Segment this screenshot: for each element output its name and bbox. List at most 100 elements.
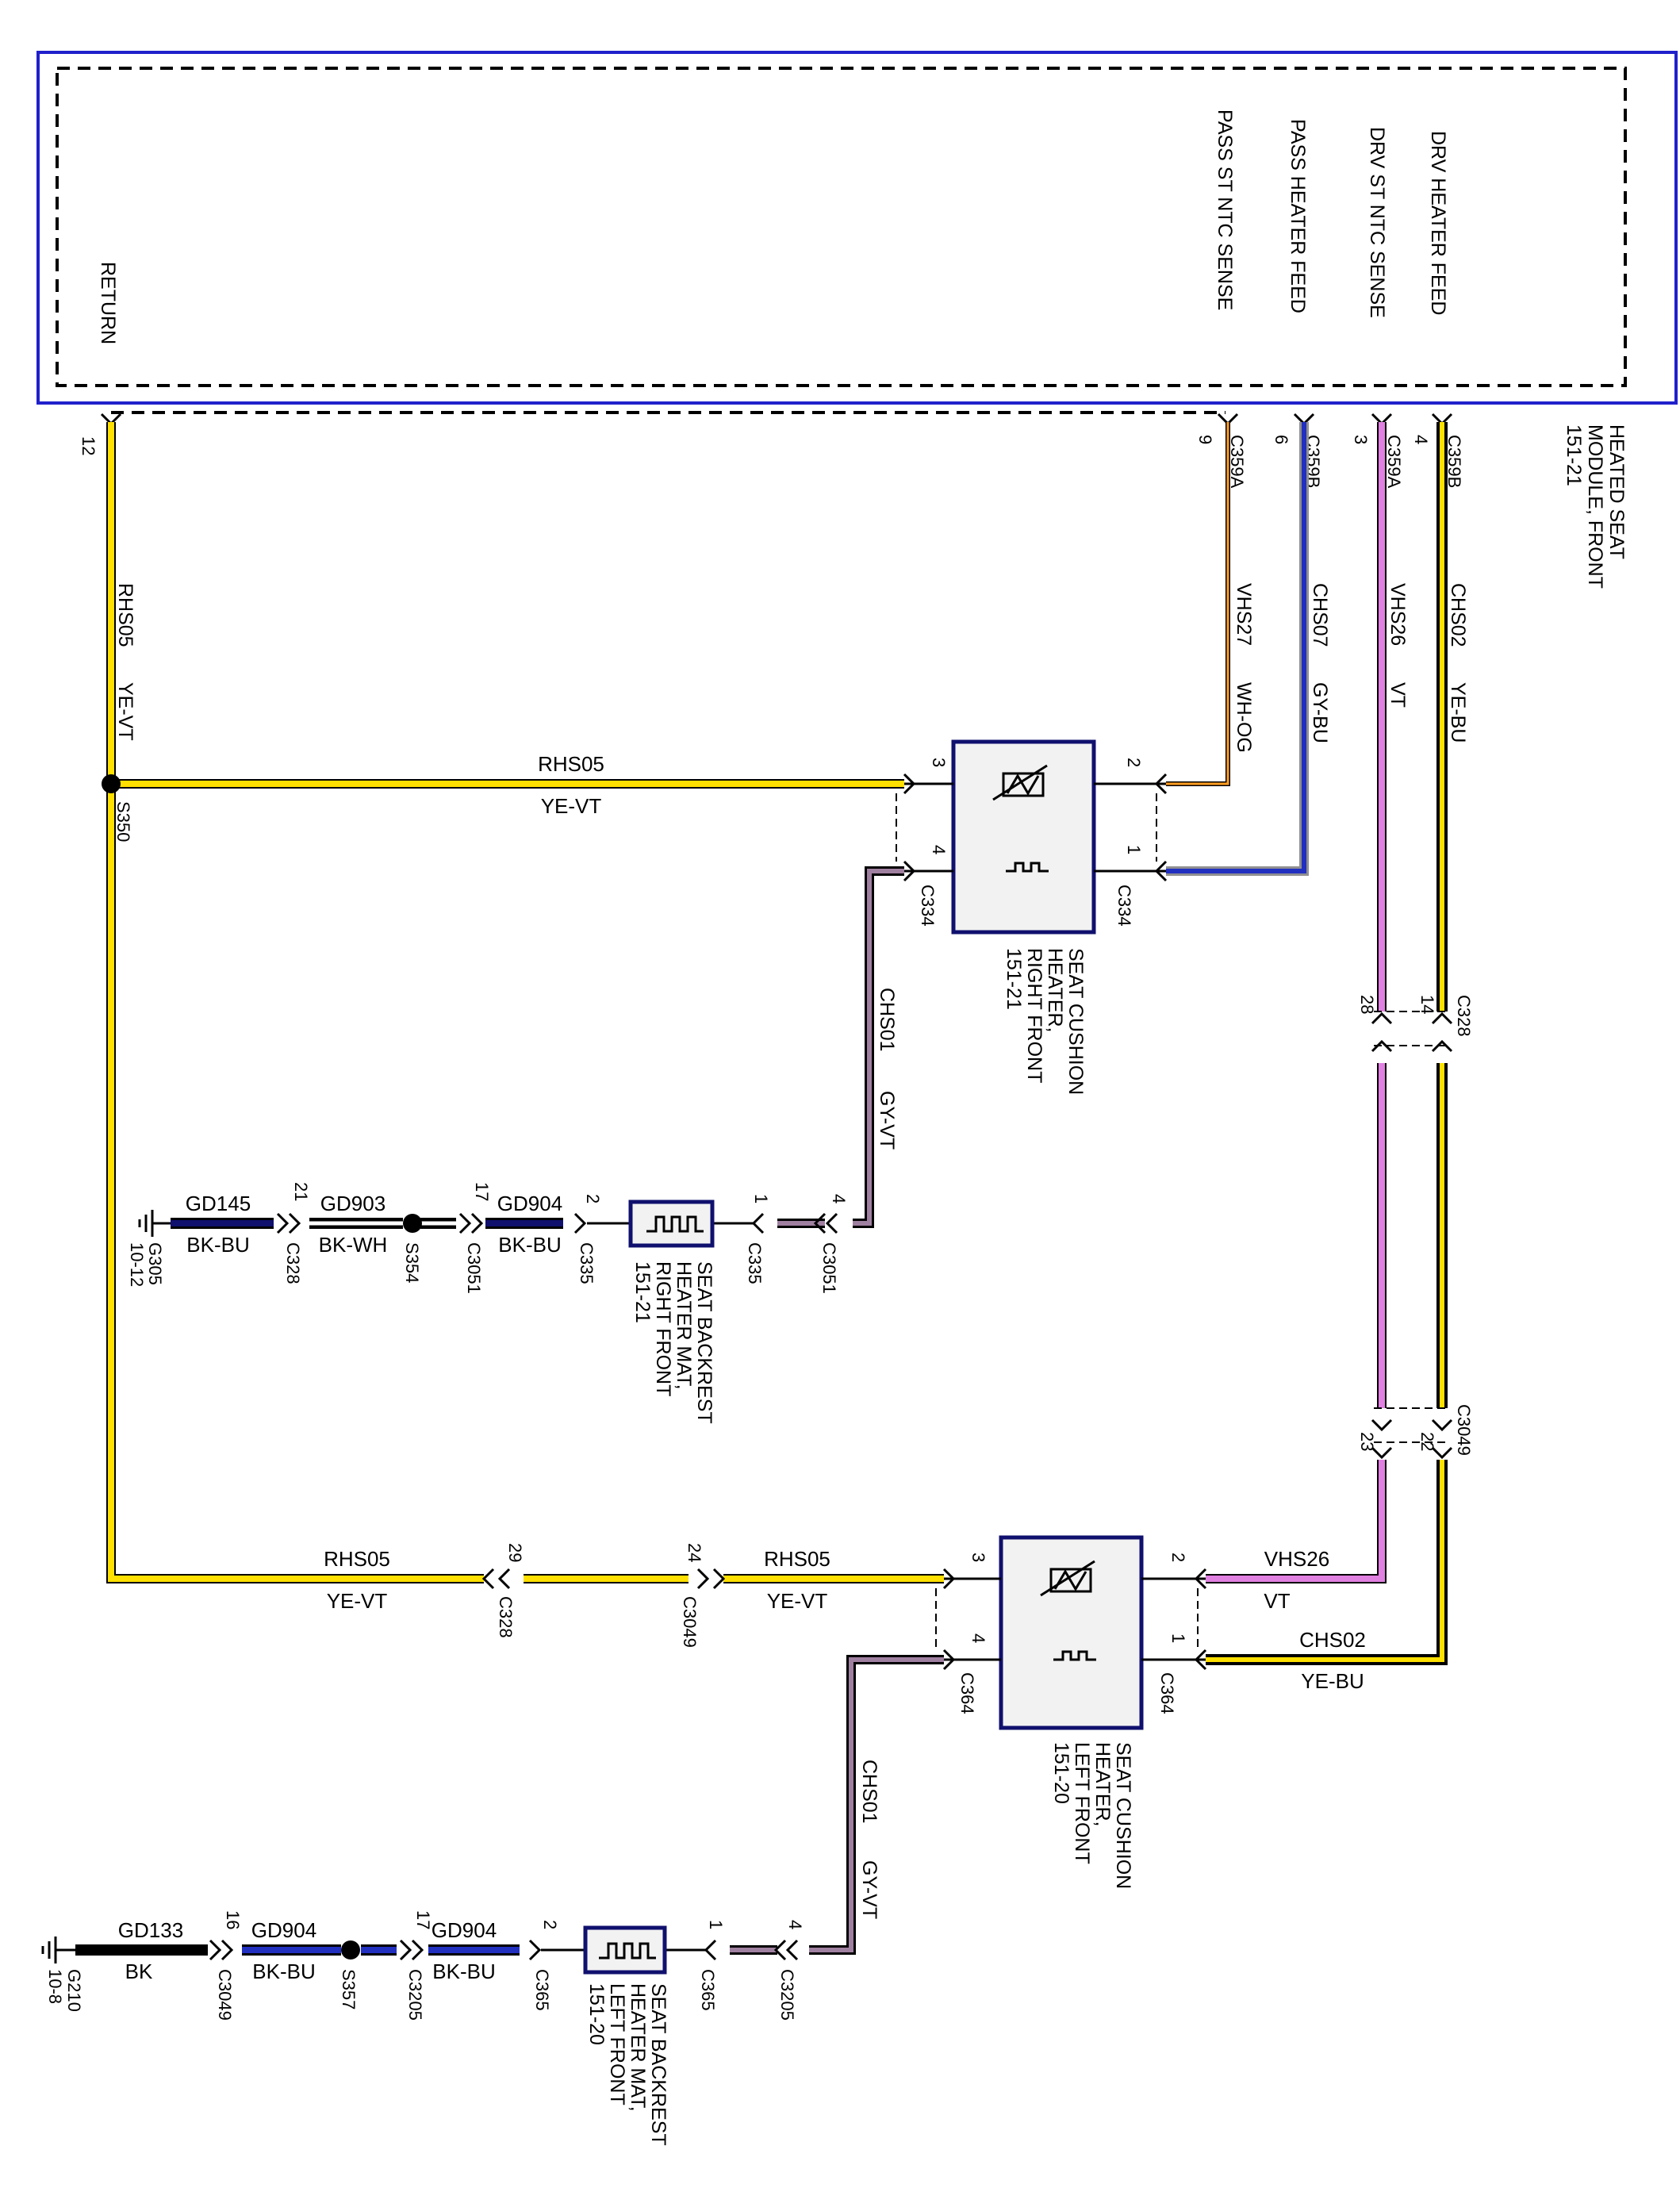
wire-chs07: [1166, 422, 1309, 876]
wire-chs02: [1206, 422, 1448, 1665]
label-bk-bu-rf: BK-BU: [498, 1233, 561, 1257]
heater-element-icon: [599, 1942, 656, 1960]
c3051-label-left: C3051: [464, 1242, 484, 1294]
pin-chevron-icon: [751, 1212, 765, 1234]
wire-vhs27: [1166, 422, 1230, 786]
label-gy-vt-rf: GY-VT: [876, 1091, 898, 1150]
label-wh-og: WH-OG: [1233, 682, 1255, 753]
label-gd904-lf-b: GD904: [432, 1918, 497, 1942]
label-chs01-rf: CHS01: [876, 988, 898, 1052]
module-pin-pass-feed-label: PASS HEATER FEED: [1287, 119, 1309, 313]
module-name-line-2: MODULE, FRONT: [1584, 424, 1606, 589]
c364-label-left: C364: [957, 1672, 977, 1714]
pin-chevron-icon: [1194, 1568, 1207, 1590]
c335-label-right: C335: [745, 1242, 765, 1284]
label-bk-bu-lf-a: BK-BU: [252, 1960, 315, 1983]
c3049-label-rhs: C3049: [680, 1596, 700, 1648]
wire-chs01-rf: [853, 866, 904, 1228]
c328-label-gnd: C328: [283, 1242, 303, 1284]
label-gy-vt-lf: GY-VT: [858, 1860, 880, 1919]
c364-pin1: 1: [1168, 1633, 1188, 1643]
pin-chevron-icon: [497, 1568, 511, 1590]
label-ye-vt-low-bottom: YE-VT: [327, 1589, 388, 1613]
pin-chevron-icon: [399, 1939, 412, 1961]
pin-chevron-icon: [1371, 1418, 1393, 1432]
connector-c359b-drv: C359B: [1444, 435, 1464, 488]
c3205-pin4: 4: [785, 1920, 805, 1929]
splice-s350-dot: [102, 774, 121, 793]
c334-label-right: C334: [1114, 885, 1134, 927]
c334-pin2: 2: [1124, 758, 1144, 767]
label-ye-bu-vertical: YE-BU: [1447, 682, 1469, 743]
c3205-label-left: C3205: [405, 1969, 425, 2021]
c328-pin14: 14: [1417, 995, 1437, 1014]
label-rhs05-lf-top: RHS05: [764, 1547, 830, 1571]
c328-pin29: 29: [505, 1543, 525, 1562]
c3049-label-drv: C3049: [1454, 1404, 1474, 1456]
pin-chevron-icon: [1371, 1446, 1393, 1460]
c364-pin2: 2: [1168, 1553, 1188, 1562]
pin-chevron-icon: [481, 1568, 495, 1590]
pin-chevron-icon: [1194, 1649, 1207, 1671]
label-ye-bu-horizontal: YE-BU: [1301, 1669, 1364, 1693]
label-rhs05-vertical: RHS05: [114, 583, 136, 647]
label-gy-bu: GY-BU: [1309, 682, 1331, 743]
wire-vhs26: [1206, 422, 1387, 1583]
ground-g305-label: G305: [145, 1242, 165, 1285]
pin-chevron-icon: [1154, 860, 1168, 882]
pin-chevron-icon: [288, 1212, 301, 1234]
seat-cushion-heater-rf-box: [951, 739, 1096, 935]
pin-chevron-icon: [1431, 1011, 1453, 1025]
c335-pin2: 2: [583, 1194, 603, 1203]
connector-c3049-dashed-box: [1374, 1407, 1450, 1443]
splice-s357-dot: [341, 1940, 360, 1960]
pin-chevron-icon: [528, 1939, 542, 1961]
label-rhs05-rf-top: RHS05: [538, 752, 604, 776]
ground-g210-ref: 10-8: [45, 1969, 65, 2004]
pin-chevron-icon: [785, 1939, 799, 1961]
c3049-pin16: 16: [223, 1910, 243, 1929]
pin-chevron-icon: [825, 1212, 838, 1234]
pin-chevron-icon: [209, 1939, 222, 1961]
splice-s350-label: S350: [113, 801, 133, 842]
ground-g210-icon: [41, 1937, 57, 1963]
backrest-lf-line-1: SEAT BACKREST: [647, 1983, 669, 2146]
c365-label-right: C365: [698, 1969, 718, 2011]
label-vhs26-horizontal: VHS26: [1264, 1547, 1329, 1571]
label-chs01-lf: CHS01: [858, 1760, 880, 1824]
pin-drv-ntc-number: 3: [1351, 435, 1371, 444]
c3049-pin22: 22: [1417, 1432, 1437, 1451]
module-frame: [36, 51, 1678, 405]
module-pin-return-label: RETURN: [97, 262, 119, 344]
label-vt-horizontal: VT: [1264, 1589, 1290, 1613]
c334-pin4: 4: [929, 845, 949, 854]
c365-pin2: 2: [540, 1920, 560, 1929]
label-ye-vt-lf-bottom: YE-VT: [767, 1589, 828, 1613]
c328-pin21: 21: [291, 1182, 311, 1201]
cushion-lf-line-4: 151-20: [1050, 1742, 1072, 1804]
pin-chevron-icon: [221, 1939, 234, 1961]
ground-g305-ref: 10-12: [127, 1242, 147, 1287]
pin-chevron-icon: [903, 773, 916, 795]
label-bk-wh: BK-WH: [319, 1233, 388, 1257]
label-ye-vt-vertical: YE-VT: [114, 682, 136, 741]
c3205-pin17: 17: [413, 1910, 433, 1929]
pin-chevron-icon: [470, 1212, 484, 1234]
c328-pin28: 28: [1357, 995, 1377, 1014]
module-name-line-1: HEATED SEAT: [1605, 424, 1628, 559]
c3049-pin24: 24: [685, 1543, 704, 1562]
backrest-rf-line-1: SEAT BACKREST: [693, 1261, 715, 1424]
label-gd904-lf-a: GD904: [251, 1918, 316, 1942]
c364-pin4: 4: [968, 1633, 988, 1643]
label-gd133: GD133: [118, 1918, 183, 1942]
label-rhs05-low-top: RHS05: [324, 1547, 390, 1571]
ntc-thermistor-icon: [992, 764, 1048, 801]
splice-s357-label: S357: [339, 1969, 359, 2009]
backrest-lf-line-4: 151-20: [585, 1983, 608, 2045]
label-chs07: CHS07: [1309, 583, 1331, 647]
module-name-line-3: 151-21: [1563, 424, 1585, 486]
splice-s354-label: S354: [402, 1242, 422, 1283]
pin-chevron-icon: [1154, 773, 1168, 795]
ground-g305-icon: [138, 1210, 154, 1237]
